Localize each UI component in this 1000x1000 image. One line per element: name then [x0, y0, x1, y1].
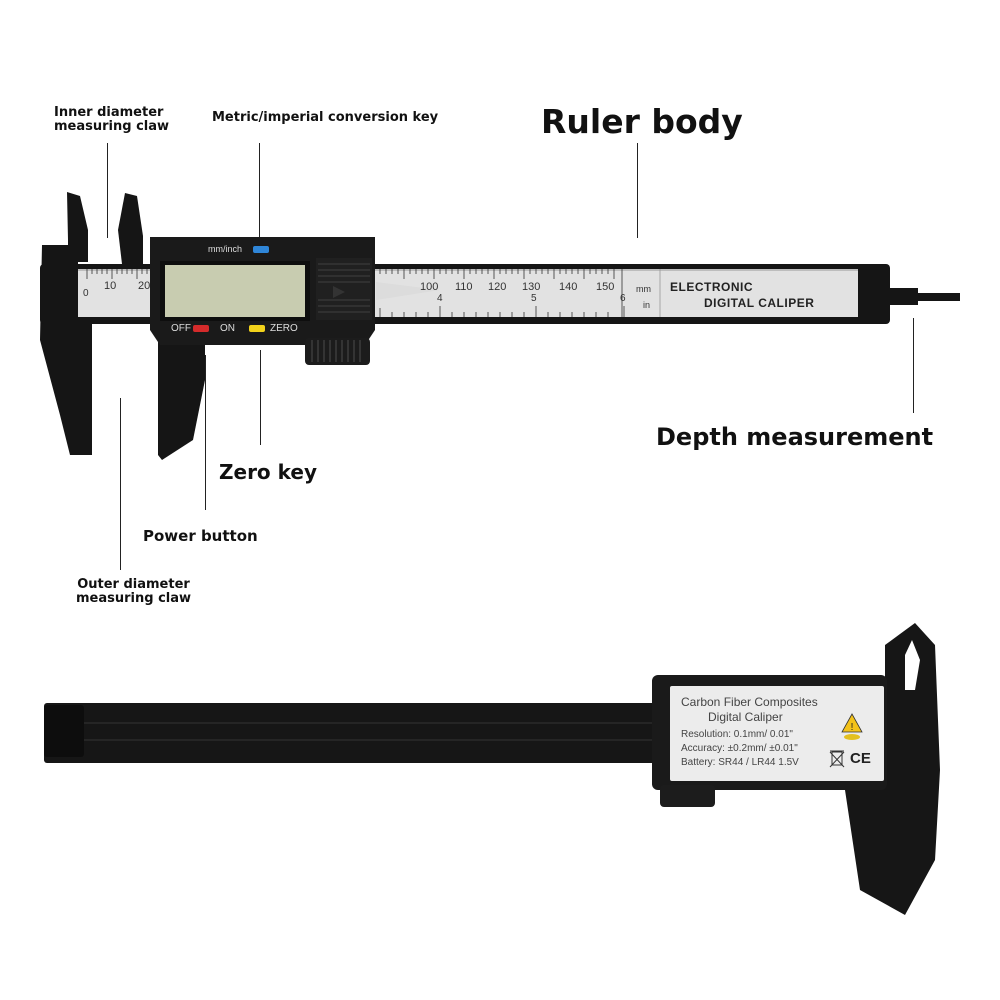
leader-conversion-key — [259, 143, 260, 238]
back-resolution: Resolution: 0.1mm/ 0.01" — [681, 729, 793, 740]
back-battery: Battery: SR44 / LR44 1.5V — [681, 757, 799, 768]
outer-jaw-moving — [158, 320, 205, 460]
zero-label: ZERO — [270, 323, 298, 334]
leader-zero-key — [260, 350, 261, 445]
label-conversion-key: Metric/imperial conversion key — [212, 110, 439, 125]
leader-outer-claw — [120, 398, 121, 570]
outer-jaw-fixed — [40, 245, 92, 455]
scale-tick-10: 10 — [104, 280, 117, 292]
inch-tick-5: 5 — [531, 293, 537, 304]
beam — [40, 264, 890, 324]
scale-tick-150: 150 — [596, 281, 615, 293]
lcd-screen — [165, 265, 305, 317]
back-beam — [44, 703, 664, 763]
mode-key — [253, 246, 269, 253]
scale-tick-20: 20 — [138, 280, 151, 292]
inch-tick-6: 6 — [620, 293, 626, 304]
zero-key — [249, 325, 265, 332]
label-power-button: Power button — [143, 527, 258, 545]
scale-tick-110: 110 — [455, 281, 473, 293]
leader-ruler-body — [637, 143, 638, 238]
ce-mark-icon: CE — [850, 750, 871, 767]
scale-tick-0: 0 — [83, 288, 89, 299]
label-inner-claw: Inner diameter measuring claw — [54, 105, 170, 134]
back-thumb — [660, 785, 715, 807]
scale-tick-100: 100 — [420, 281, 439, 293]
scale-tick-120: 120 — [488, 281, 507, 293]
scale-brand-line2: DIGITAL CALIPER — [704, 296, 815, 310]
leader-power-button — [205, 355, 206, 510]
lcd-bezel — [160, 261, 310, 321]
thumb-wheel — [305, 338, 370, 365]
label-outer-claw: Outer diameter measuring claw — [76, 577, 192, 606]
scale-tick-140: 140 — [559, 281, 578, 293]
depth-rod — [885, 293, 960, 301]
scale-brand-line1: ELECTRONIC — [670, 280, 753, 294]
on-label: ON — [220, 323, 235, 334]
off-label: OFF — [171, 323, 191, 334]
label-depth: Depth measurement — [656, 423, 934, 451]
leader-depth — [913, 318, 914, 413]
svg-text:!: ! — [851, 722, 854, 733]
mode-key-label: mm/inch — [208, 244, 243, 254]
back-jaw — [845, 623, 940, 915]
leader-inner-claw — [107, 143, 108, 238]
inner-jaw-fixed — [67, 192, 88, 262]
mm-unit: mm — [636, 284, 651, 294]
in-unit: in — [643, 300, 651, 310]
scale-tick-130: 130 — [522, 281, 541, 293]
warning-icon — [841, 713, 863, 733]
back-line2: Digital Caliper — [708, 710, 783, 724]
inner-jaw-moving — [118, 193, 143, 264]
inch-tick-4: 4 — [437, 293, 443, 304]
back-accuracy: Accuracy: ±0.2mm/ ±0.01" — [681, 743, 798, 754]
label-ruler-body: Ruler body — [541, 102, 743, 141]
power-key — [193, 325, 209, 332]
label-zero-key: Zero key — [219, 460, 317, 484]
back-line1: Carbon Fiber Composites — [681, 695, 818, 709]
recycle-bin-icon — [829, 750, 845, 768]
